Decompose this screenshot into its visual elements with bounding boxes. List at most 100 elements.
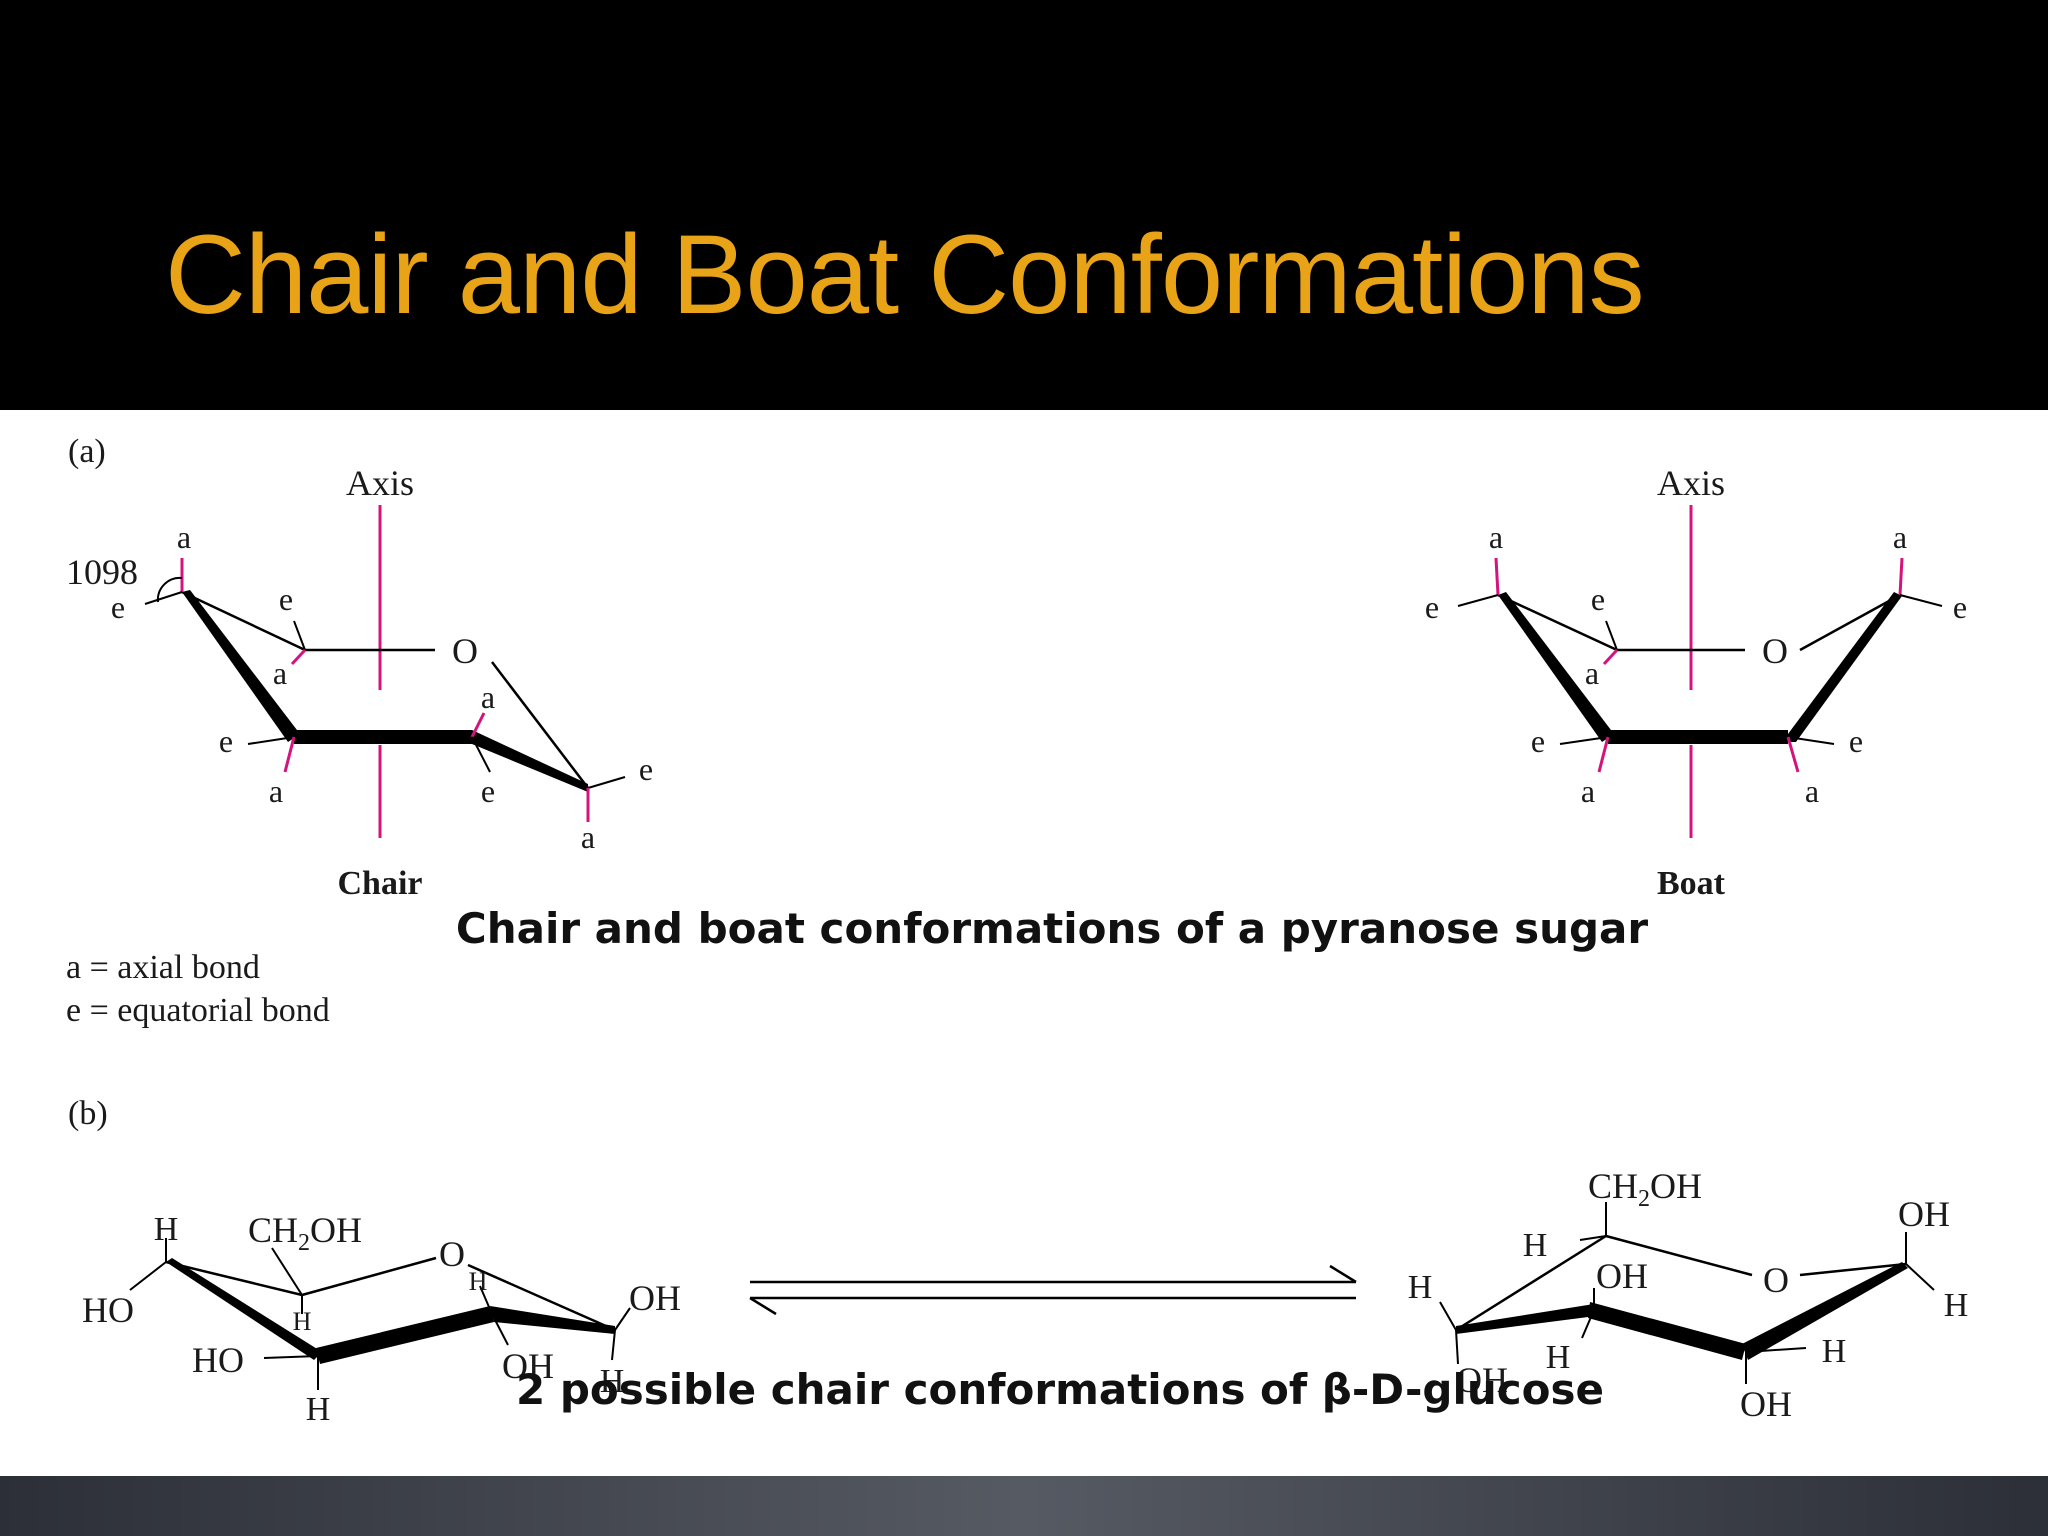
part-b-caption: 2 possible chair conformations of β-D-gl… [516,1365,1604,1414]
chair-label-e: e [639,751,653,787]
boat-label: Boat [1657,865,1726,902]
boat-label-e: e [1425,589,1439,625]
boat-bond-o-c3 [1799,593,1901,652]
ch2oh-subscript: 2 [1638,1186,1650,1212]
ch2oh-subscript: 2 [298,1230,310,1256]
chair-c5-equatorial-bond [293,620,306,651]
glucose-chair-left: H CH2OH O HO H H OH HO H OH H [82,1210,681,1428]
boat-c1-axial-bond [1494,557,1500,596]
bond [1745,1347,1807,1353]
atom-h: H [1546,1339,1571,1376]
chair-label-a: a [273,655,287,691]
chair-bond-c1-c5 [181,590,306,652]
bond-wedge [1588,1302,1746,1360]
boat-c3-equatorial-bond [1899,594,1943,607]
ch2oh-group: CH2OH [248,1210,362,1256]
bond [1605,1234,1753,1277]
chair-c4-axial-bond [283,736,296,773]
part-a-caption: Chair and boat conformations of a pyrano… [456,904,1649,953]
chair-bond-wedge-right [472,730,588,792]
chair-label: Chair [338,865,423,902]
chair-c2-axial-bond [470,712,486,738]
chair-c1-equatorial-bond [144,591,183,605]
boat-diagram: Axis O a e e a a e e a e a Boat [1425,463,1967,902]
chair-label-a: a [481,679,495,715]
boat-c4-axial-bond [1597,736,1610,773]
chair-c5-axial-bond [290,648,307,666]
bond [271,1247,303,1296]
part-a-label: (a) [68,433,106,470]
boat-label-e: e [1953,589,1967,625]
hydroxyl-oh: OH [502,1346,554,1386]
boat-c5-equatorial-bond [1605,620,1618,651]
chair-angle-label: 1098 [66,552,138,592]
atom-h: H [1408,1269,1433,1306]
legend-axial: a = axial bond [66,949,260,986]
atom-h: H [600,1363,625,1400]
chair-ring-oxygen: O [452,631,478,671]
boat-c3-axial-bond [1898,557,1904,596]
legend-equatorial: e = equatorial bond [66,992,330,1029]
boat-axis-label: Axis [1657,463,1725,503]
ch2oh-end: OH [310,1210,362,1250]
boat-c5-axial-bond [1602,648,1619,666]
boat-c1-equatorial-bond [1457,594,1499,607]
chair-axis-label: Axis [346,463,414,503]
ring-oxygen: O [439,1234,465,1274]
chair-bond-o-c1 [491,661,589,789]
atom-h: H [469,1267,488,1296]
hydroxyl-ho: HO [82,1290,134,1330]
hydroxyl-oh: OH [1740,1384,1792,1424]
chair-label-e: e [219,723,233,759]
forward-arrow-head [1329,1264,1357,1284]
chair-label-e: e [111,589,125,625]
bond [614,1307,631,1331]
bond [1579,1235,1607,1241]
atom-h: H [154,1211,179,1248]
bond-wedge [166,1258,322,1360]
boat-label-e: e [1849,723,1863,759]
boat-label-e: e [1531,723,1545,759]
atom-h: H [1523,1227,1548,1264]
chair-label-e: e [279,581,293,617]
ch2oh-group: CH2OH [1588,1166,1702,1212]
boat-label-a: a [1585,655,1599,691]
hydroxyl-oh: OH [1898,1194,1950,1234]
ch2oh-main: CH [248,1210,298,1250]
bond [467,1263,616,1332]
bond [479,1285,493,1315]
bond [1799,1262,1907,1277]
boat-ring-oxygen: O [1762,631,1788,671]
chair-label-a: a [177,519,191,555]
ring-oxygen: O [1763,1260,1789,1300]
chair-label-a: a [269,773,283,809]
slide-title: Chair and Boat Conformations [165,212,1645,337]
bond [1905,1263,1935,1291]
boat-c2-equatorial-bond [1787,736,1835,745]
chair-bond-wedge-left [182,590,300,742]
boat-label-a: a [1581,773,1595,809]
ch2oh-main: CH [1588,1166,1638,1206]
boat-label-a: a [1805,773,1819,809]
boat-label-a: a [1893,519,1907,555]
hydroxyl-ho: HO [192,1340,244,1380]
bond-wedge [1456,1304,1596,1334]
bond-wedge [490,1306,615,1334]
bond [301,1256,437,1297]
bond [491,1313,509,1346]
bond [1439,1301,1457,1331]
title-bar: Chair and Boat Conformations [0,0,2048,410]
bond [1581,1309,1595,1339]
hydroxyl-oh: OH [629,1278,681,1318]
boat-bond-wedge-left [1498,592,1614,742]
part-b-label: (b) [68,1095,108,1132]
boat-label-e: e [1591,581,1605,617]
hydroxyl-oh: OH [1456,1360,1508,1400]
reverse-arrow-head [749,1296,777,1316]
chair-c4-equatorial-bond [247,736,295,745]
atom-h: H [1944,1287,1969,1324]
boat-bond-wedge-right [1782,592,1902,742]
hydroxyl-oh: OH [1596,1256,1648,1296]
equilibrium-arrows [749,1264,1357,1316]
